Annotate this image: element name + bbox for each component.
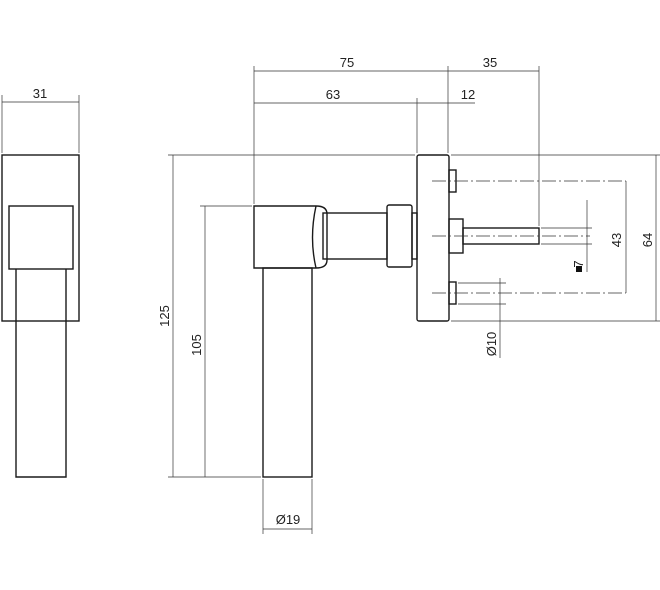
handle-neck	[322, 212, 388, 260]
dim-35: 35	[448, 55, 540, 226]
dim-125: 125	[157, 154, 415, 478]
dim-12-label: 12	[461, 87, 475, 102]
handle-head	[253, 205, 328, 269]
front-handle-head	[8, 205, 74, 270]
dim-31-label: 31	[33, 86, 47, 101]
centre-lines	[432, 180, 626, 294]
front-view	[1, 154, 80, 478]
collar-ring	[411, 212, 418, 260]
dim-64: 64	[451, 154, 660, 322]
dim-63-label: 63	[326, 87, 340, 102]
dim-43-label: 43	[609, 233, 624, 247]
front-rosette	[1, 154, 80, 322]
handle-head-curve	[311, 205, 317, 269]
dim-phi19-label: Ø19	[276, 512, 301, 527]
side-view	[253, 154, 540, 478]
dim-64-label: 64	[640, 233, 655, 247]
dim-105-label: 105	[189, 334, 204, 356]
dim-31: 31	[1, 86, 80, 153]
handle-collar	[386, 204, 413, 268]
dim-phi19: Ø19	[262, 479, 313, 534]
dim-105: 105	[189, 205, 252, 477]
dim-43: 43	[609, 181, 627, 293]
dim-phi10: Ø10	[458, 278, 506, 358]
dim-phi10-label: Ø10	[484, 332, 499, 357]
dim-7: 7	[541, 200, 592, 272]
dim-7-label: 7	[571, 260, 586, 267]
dim-75: 75	[253, 55, 449, 204]
square-symbol-icon	[576, 266, 582, 272]
handle-lever	[262, 267, 313, 478]
dim-125-label: 125	[157, 305, 172, 327]
dim-12: 12	[417, 87, 475, 104]
side-rosette-plate	[416, 154, 450, 322]
dim-63: 63	[254, 87, 418, 153]
dim-35-label: 35	[483, 55, 497, 70]
dim-75-label: 75	[340, 55, 354, 70]
front-handle-lever	[15, 269, 67, 478]
